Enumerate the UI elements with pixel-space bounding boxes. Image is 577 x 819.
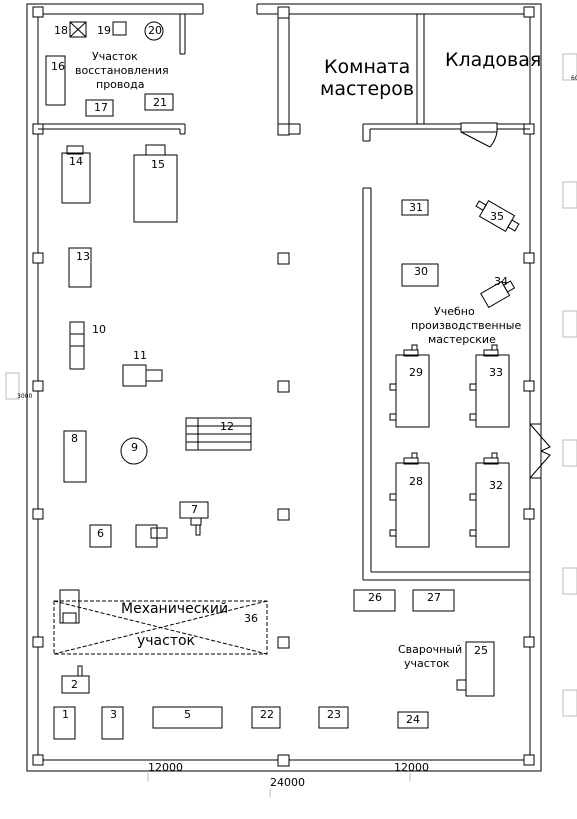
equipment-label-32: 32 — [489, 479, 503, 492]
equipment-label-31: 31 — [409, 201, 423, 214]
wire-room-label-3: провода — [96, 78, 144, 91]
equipment-label-14: 14 — [69, 155, 83, 168]
equipment-label-16: 16 — [51, 60, 65, 73]
workshops-label-3: мастерские — [428, 333, 496, 346]
equipment-label-6: 6 — [97, 527, 104, 540]
equipment-label-27: 27 — [427, 591, 441, 604]
equipment-label-15: 15 — [151, 158, 165, 171]
equipment-label-29: 29 — [409, 366, 423, 379]
side-markers — [5, 53, 577, 717]
equipment-label-7: 7 — [191, 503, 198, 516]
workshops-label-2: производственные — [411, 319, 521, 332]
masters-room-walls — [277, 14, 530, 148]
dimension-lines — [147, 773, 411, 797]
side-door — [529, 423, 551, 479]
masters-room-label-1: Комната — [324, 56, 410, 78]
equipment-label-12: 12 — [220, 420, 234, 433]
equipment-label-28: 28 — [409, 475, 423, 488]
workshop-partition — [362, 187, 530, 581]
wire-room-label-2: восстановления — [75, 64, 169, 77]
equipment-label-21: 21 — [153, 96, 167, 109]
equipment-label-9: 9 — [131, 441, 138, 454]
equipment-label-18: 18 — [54, 24, 68, 37]
equipment-label-35: 35 — [490, 210, 504, 223]
equipment-label-13: 13 — [76, 250, 90, 263]
equipment-label-8: 8 — [71, 432, 78, 445]
wire-room-label-1: Участок — [92, 50, 138, 63]
equipment-label-24: 24 — [406, 713, 420, 726]
columns — [32, 6, 535, 767]
equipment-label-25: 25 — [474, 644, 488, 657]
welding-label-1: Сварочный — [398, 643, 462, 656]
workshops-label-1: Учебно — [434, 305, 475, 318]
masters-room-label-2: мастеров — [320, 78, 414, 100]
equipment-label-3: 3 — [110, 708, 117, 721]
equipment-label-30: 30 — [414, 265, 428, 278]
wire-room-walls — [38, 14, 186, 135]
equipment-label-1: 1 — [62, 708, 69, 721]
dimension-side-left: 3000 — [17, 393, 32, 400]
equipment-label-10: 10 — [92, 323, 106, 336]
dimension-right: 12000 — [394, 761, 429, 774]
equipment-shapes — [45, 21, 520, 740]
equipment-label-34: 34 — [494, 275, 508, 288]
equipment-label-2: 2 — [71, 678, 78, 691]
dimension-side-right: 6000 — [571, 75, 577, 82]
equipment-label-23: 23 — [327, 708, 341, 721]
dimension-total: 24000 — [270, 776, 305, 789]
dimension-left: 12000 — [148, 761, 183, 774]
storage-label: Кладовая — [445, 49, 541, 71]
equipment-label-17: 17 — [94, 101, 108, 114]
equipment-label-36: 36 — [244, 612, 258, 625]
equipment-label-5: 5 — [184, 708, 191, 721]
equipment-label-26: 26 — [368, 591, 382, 604]
equipment-label-19: 19 — [97, 24, 111, 37]
welding-label-2: участок — [404, 657, 450, 670]
equipment-label-20: 20 — [148, 24, 162, 37]
equipment-label-33: 33 — [489, 366, 503, 379]
mechanical-label-2: участок — [137, 633, 195, 649]
mechanical-label-1: Механический — [121, 601, 228, 617]
equipment-label-11: 11 — [133, 349, 147, 362]
equipment-label-22: 22 — [260, 708, 274, 721]
